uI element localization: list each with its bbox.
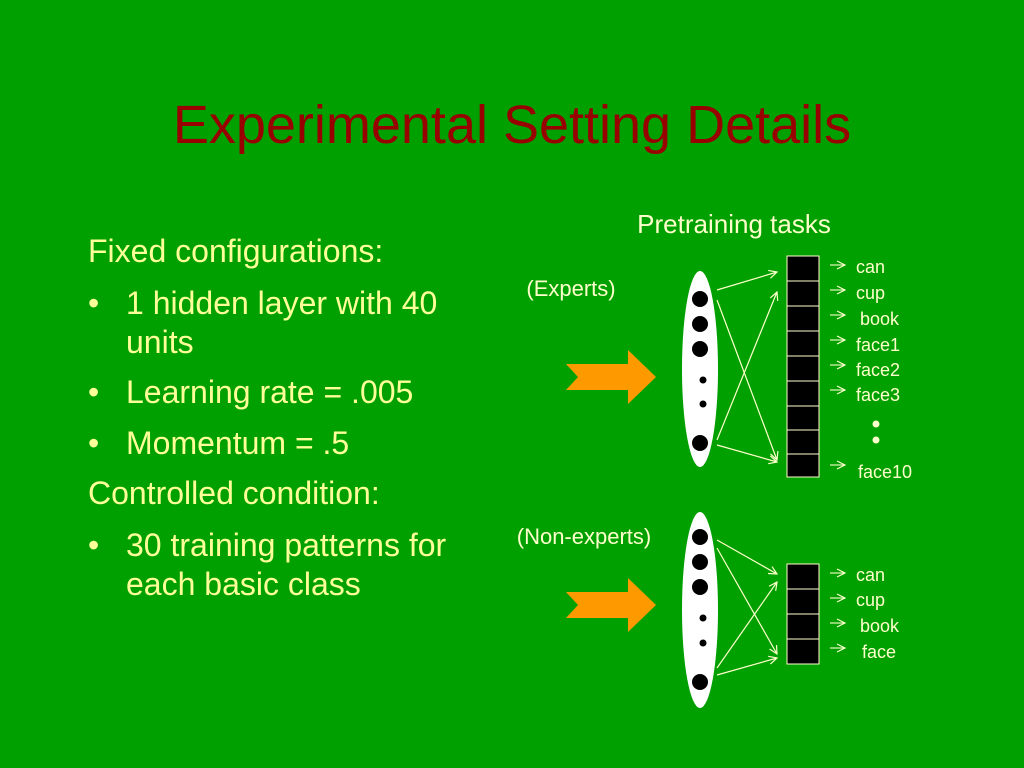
experts-output-face3: face3 bbox=[856, 385, 900, 405]
experts-output-can: can bbox=[856, 257, 885, 277]
bullet-learning-rate: Learning rate = .005 bbox=[88, 373, 508, 412]
non-experts-label: (Non-experts) bbox=[517, 524, 651, 549]
non-experts-output-arrows bbox=[830, 573, 845, 648]
experts-input-arrow bbox=[566, 350, 656, 404]
non-experts-hidden-units bbox=[692, 529, 708, 690]
non-experts-output-face: face bbox=[862, 642, 896, 662]
fixed-config-heading: Fixed configurations: bbox=[88, 233, 384, 269]
controlled-list: 30 training patterns for each basic clas… bbox=[88, 526, 508, 603]
experts-output-face1: face1 bbox=[856, 335, 900, 355]
text-column: Fixed configurations: 1 hidden layer wit… bbox=[88, 232, 508, 615]
experts-output-units bbox=[786, 255, 820, 478]
experts-label: (Experts) bbox=[526, 276, 615, 301]
non-experts-hidden-layer bbox=[682, 512, 718, 708]
non-experts-output-cup: cup bbox=[856, 590, 885, 610]
experts-output-face10: face10 bbox=[858, 462, 912, 482]
slide-title: Experimental Setting Details bbox=[172, 95, 852, 155]
experts-hidden-layer bbox=[682, 271, 718, 467]
experts-output-arrows bbox=[830, 265, 845, 465]
experts-output-face2: face2 bbox=[856, 360, 900, 380]
non-experts-output-units bbox=[786, 563, 820, 665]
experts-connections bbox=[716, 272, 777, 462]
bullet-training-patterns: 30 training patterns for each basic clas… bbox=[88, 526, 508, 603]
non-experts-output-can: can bbox=[856, 565, 885, 585]
experts-ellipsis bbox=[872, 420, 880, 444]
non-experts-connections bbox=[716, 539, 777, 676]
fixed-config-list: 1 hidden layer with 40 units Learning ra… bbox=[88, 284, 508, 462]
experts-hidden-units bbox=[692, 291, 708, 451]
bullet-hidden-layer: 1 hidden layer with 40 units bbox=[88, 284, 508, 361]
controlled-heading: Controlled condition: bbox=[88, 474, 380, 511]
non-experts-output-book: book bbox=[860, 616, 900, 636]
pretraining-caption: Pretraining tasks bbox=[637, 209, 831, 239]
experts-output-cup: cup bbox=[856, 283, 885, 303]
non-experts-input-arrow bbox=[566, 578, 656, 632]
experts-output-book: book bbox=[860, 309, 900, 329]
bullet-momentum: Momentum = .5 bbox=[88, 424, 508, 463]
